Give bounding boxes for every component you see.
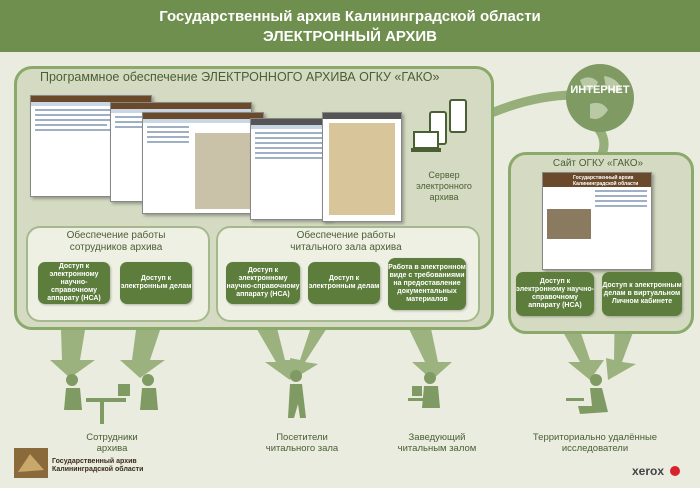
desk	[86, 398, 126, 402]
user-staff-caption: Сотрудники архива	[86, 432, 138, 454]
person-body	[422, 386, 440, 408]
person-body	[578, 388, 608, 414]
monitor	[412, 386, 422, 396]
xerox-ball-icon	[670, 465, 681, 476]
software-title: Программное обеспечение ЭЛЕКТРОННОГО АРХ…	[40, 70, 440, 84]
xerox-logo: xerox	[632, 462, 692, 478]
screenshot-4	[250, 118, 332, 220]
site-cabinet-access-box: Доступ к электронным делам в виртуальном…	[602, 272, 682, 316]
screenshot-3	[142, 112, 264, 214]
reading-nsa-access-box: Доступ к электронному научно-справочному…	[226, 262, 300, 304]
site-thumbnail: Государственный архив Калининградской об…	[542, 172, 652, 270]
page-header: Государственный архив Калининградской об…	[0, 0, 700, 52]
monitor	[118, 384, 130, 396]
people-figures	[64, 370, 608, 424]
reading-requests-box: Работа в электронном виде с требованиями…	[388, 258, 466, 310]
staff-panel-title: Обеспечение работы сотрудников архива	[66, 230, 166, 253]
person-head	[424, 372, 436, 384]
user-head-caption: Заведующий читальным залом	[397, 432, 477, 454]
page-subtitle: ЭЛЕКТРОННЫЙ АРХИВ	[263, 28, 437, 45]
person-body	[140, 388, 158, 410]
staff-files-access-box: Доступ к электронным делам	[120, 262, 192, 304]
reading-room-panel-title: Обеспечение работы читального зала архив…	[290, 230, 402, 253]
xerox-text: xerox	[632, 464, 665, 478]
site-nsa-access-box: Доступ к электронному научно-справочному…	[516, 272, 594, 316]
person-head	[290, 370, 302, 382]
page-title: Государственный архив Калининградской об…	[159, 8, 541, 25]
internet-label: ИНТЕРНЕТ	[570, 84, 630, 96]
server-label: Сервер электронного архива	[416, 170, 472, 202]
screenshot-5	[322, 112, 402, 222]
site-thumbnail-title: Государственный архив Калининградской об…	[543, 173, 651, 187]
desk-leg	[100, 402, 104, 424]
staff-nsa-access-box: Доступ к электронному научно-справочному…	[38, 262, 110, 304]
site-panel-title: Сайт ОГКУ «ГАКО»	[552, 158, 644, 169]
globe-icon	[566, 64, 634, 132]
desk	[408, 398, 424, 401]
user-remote-caption: Территориально удалённые исследователи	[532, 432, 658, 454]
archive-logo-icon	[14, 448, 48, 478]
person-head	[590, 374, 602, 386]
person-head	[66, 374, 78, 386]
user-visitors-caption: Посетители читального зала	[265, 432, 339, 454]
person-head	[142, 374, 154, 386]
person-body	[64, 388, 82, 410]
server-icon	[411, 99, 467, 152]
footer-logo-text: Государственный архив Калининградской об…	[52, 458, 144, 473]
reading-files-access-box: Доступ к электронным делам	[308, 262, 380, 304]
person-body	[288, 384, 306, 418]
laptop	[566, 398, 584, 401]
